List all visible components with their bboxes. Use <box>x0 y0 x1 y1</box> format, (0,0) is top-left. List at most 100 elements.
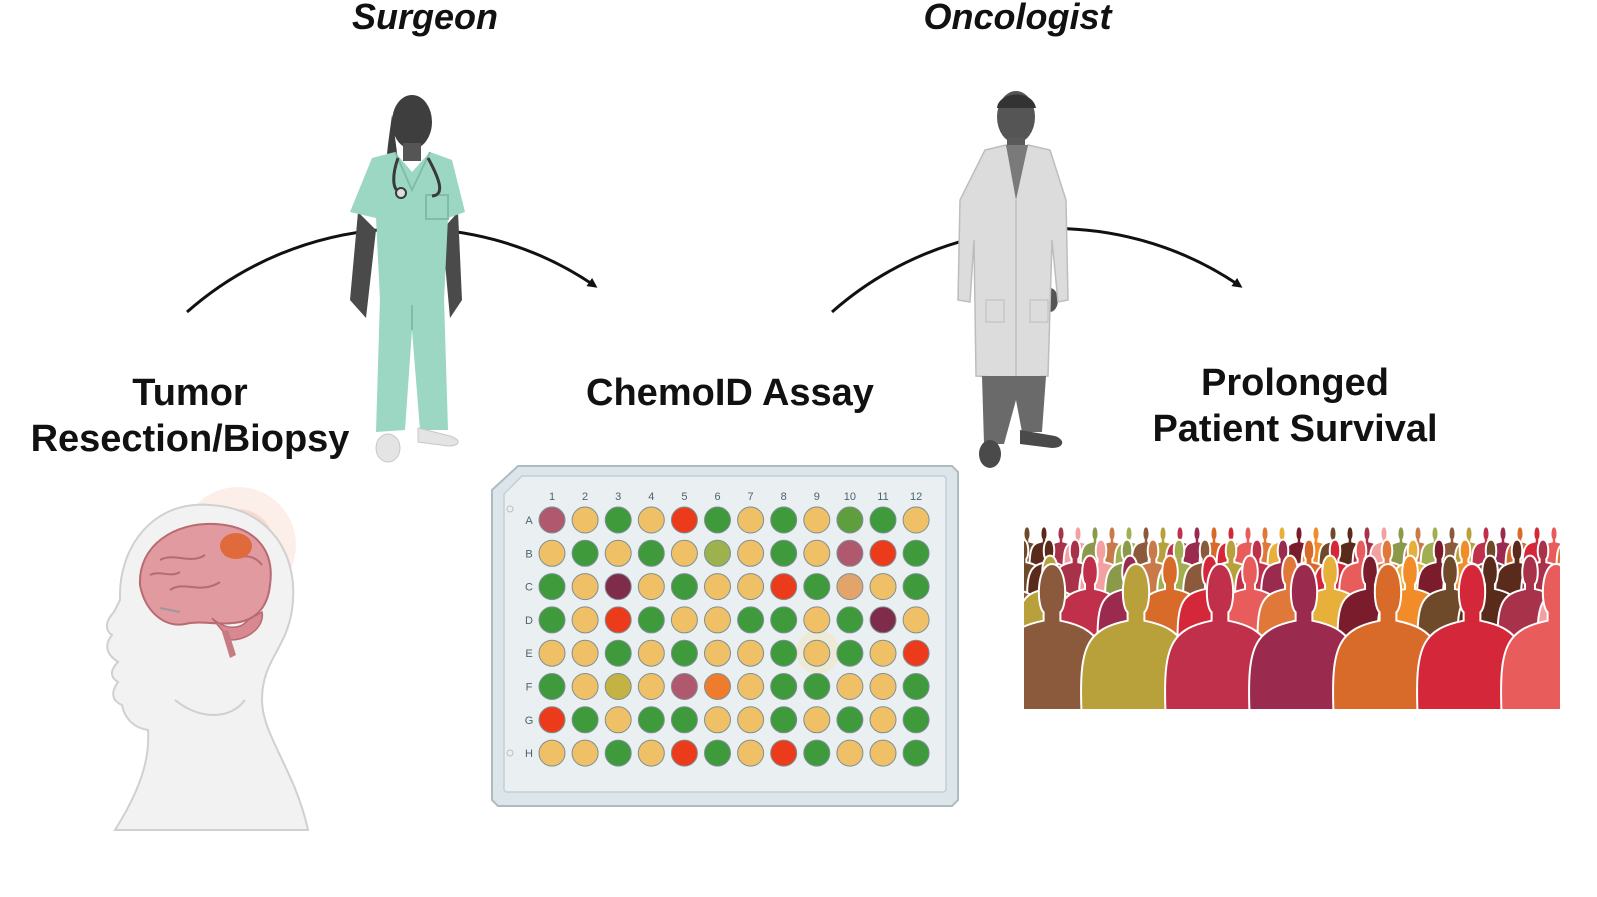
plate-well <box>737 639 765 667</box>
plate-well <box>571 739 599 767</box>
plate-well <box>704 639 731 667</box>
crowd-person <box>1416 562 1528 711</box>
tumor-label-line2: Resection/Biopsy <box>30 418 350 460</box>
plate-well <box>869 639 897 667</box>
plate-well <box>770 573 798 601</box>
plate-well <box>571 539 599 567</box>
plate-well <box>869 706 897 734</box>
plate-well <box>770 706 798 734</box>
plate-well <box>670 606 698 634</box>
plate-well <box>538 573 566 601</box>
plate-column-label: 4 <box>648 491 654 503</box>
plate-column-label: 5 <box>681 491 687 503</box>
plate-well <box>836 573 864 601</box>
chemoid-assay-label: ChemoID Assay <box>586 372 874 414</box>
plate-well <box>571 639 599 667</box>
plate-well <box>869 673 897 700</box>
survival-label-line1: Prolonged <box>1201 362 1389 404</box>
survival-label-line2: Patient Survival <box>1152 408 1438 450</box>
plate-row-label: C <box>525 582 533 594</box>
plate-well <box>770 539 798 567</box>
plate-well <box>704 739 731 767</box>
plate-well <box>670 706 698 734</box>
plate-well <box>670 539 698 567</box>
plate-well <box>836 639 864 667</box>
plate-well <box>803 539 831 567</box>
plate-row-label: A <box>525 515 533 527</box>
plate-well <box>836 739 864 767</box>
plate-well <box>902 539 930 567</box>
crowd-person <box>1555 544 1560 581</box>
plate-well <box>604 539 632 567</box>
crowd-person <box>1164 562 1276 711</box>
plate-column-label: 8 <box>781 491 787 503</box>
plate-well <box>737 573 765 601</box>
plate-well <box>571 606 599 634</box>
plate-well <box>803 739 831 767</box>
plate-well <box>869 606 897 634</box>
plate-well <box>869 739 897 767</box>
plate-well <box>803 506 831 534</box>
plate-well <box>637 606 665 634</box>
plate-well <box>538 506 566 534</box>
plate-well <box>670 639 698 667</box>
plate-well <box>538 706 566 734</box>
plate-well <box>604 639 632 667</box>
plate-well <box>737 673 765 700</box>
crowd-person <box>1024 550 1026 581</box>
plate-well <box>704 506 731 534</box>
plate-well <box>637 573 665 601</box>
plate-well <box>770 673 798 700</box>
oncologist-role-label: Oncologist <box>923 0 1112 37</box>
plate-column-label: 2 <box>582 491 588 503</box>
plate-well <box>836 606 864 634</box>
plate-well <box>770 739 798 767</box>
plate-well <box>670 673 698 700</box>
plate-well <box>704 573 731 601</box>
crowd-person <box>1500 562 1560 711</box>
surgeon-role-label: Surgeon <box>351 0 498 37</box>
tumor-resection-label: Tumor Resection/Biopsy <box>20 370 360 462</box>
plate-column-label: 12 <box>910 491 922 503</box>
plate-well <box>803 706 831 734</box>
plate-well <box>670 739 698 767</box>
plate-well <box>571 673 599 700</box>
plate-well <box>637 673 665 700</box>
plate-well <box>604 739 632 767</box>
plate-well <box>670 506 698 534</box>
plate-well <box>637 739 665 767</box>
plate-well <box>902 606 930 634</box>
plate-well <box>637 706 665 734</box>
plate-well <box>538 539 566 567</box>
plate-column-label: 11 <box>877 491 888 503</box>
plate-column-label: 3 <box>615 491 621 503</box>
crowd-person <box>1080 562 1192 711</box>
plate-column-label: 6 <box>714 491 720 503</box>
plate-well <box>704 673 731 700</box>
plate-row-label: H <box>525 748 533 760</box>
plate-row-label: B <box>525 548 532 560</box>
plate-well <box>902 739 930 767</box>
plate-well <box>637 639 665 667</box>
plate-well <box>902 573 930 601</box>
plate-well <box>637 506 665 534</box>
plate-row-label: F <box>526 682 533 694</box>
patient-survival-label: Prolonged Patient Survival <box>1130 360 1460 452</box>
plate-well <box>836 706 864 734</box>
plate-well <box>869 573 897 601</box>
plate-column-label: 7 <box>748 491 754 503</box>
plate-well <box>770 639 798 667</box>
crowd-person <box>1332 562 1444 711</box>
plate-well <box>571 573 599 601</box>
plate-well <box>737 706 765 734</box>
plate-column-label: 9 <box>814 491 820 503</box>
plate-well <box>604 573 632 601</box>
plate-well <box>604 606 632 634</box>
plate-column-label: 10 <box>844 491 856 503</box>
